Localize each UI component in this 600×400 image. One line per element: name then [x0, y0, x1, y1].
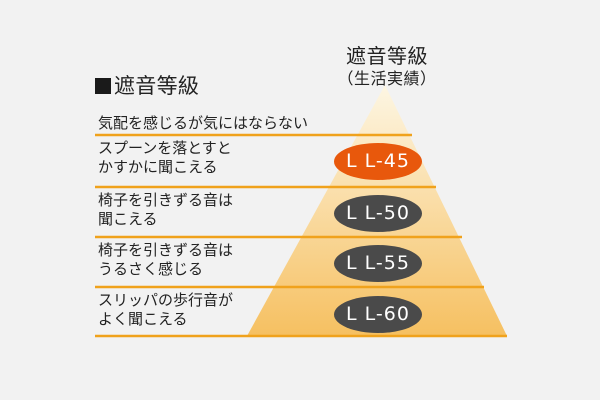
criterion-line: 気配を感じるが気にはならない — [98, 114, 309, 132]
legend-heading-text: 遮音等級 — [114, 74, 200, 98]
criterion-level-4: 椅子を引きずる音は うるさく感じる — [98, 241, 233, 279]
criterion-line: 椅子を引きずる音は — [98, 191, 234, 209]
criterion-level-5: スリッパの歩行音が よく聞こえる — [98, 291, 233, 329]
criterion-level-2: スプーンを落とすと かすかに聞こえる — [98, 139, 232, 177]
criterion-line: よく聞こえる — [98, 310, 188, 328]
square-bullet-icon — [95, 78, 111, 94]
criterion-line: 聞こえる — [98, 210, 158, 228]
criterion-line: うるさく感じる — [98, 260, 204, 278]
criterion-line: かすかに聞こえる — [98, 158, 218, 176]
criterion-level-3: 椅子を引きずる音は 聞こえる — [98, 191, 233, 229]
criterion-line: 椅子を引きずる音は — [98, 241, 234, 259]
legend-heading: 遮音等級 — [95, 73, 199, 99]
criterion-level-1: 気配を感じるが気にはならない — [98, 114, 308, 133]
pyramid-title: 遮音等級 — [346, 44, 428, 68]
grade-badge-ll50: L L-50 — [334, 195, 422, 232]
criterion-line: スリッパの歩行音が — [98, 291, 234, 309]
grade-badge-ll60: L L-60 — [334, 296, 422, 333]
pyramid-subtitle: （生活実績） — [337, 69, 437, 88]
grade-badge-ll45: L L-45 — [334, 143, 422, 180]
grade-badge-ll55: L L-55 — [334, 245, 422, 282]
criterion-line: スプーンを落とすと — [98, 139, 232, 157]
